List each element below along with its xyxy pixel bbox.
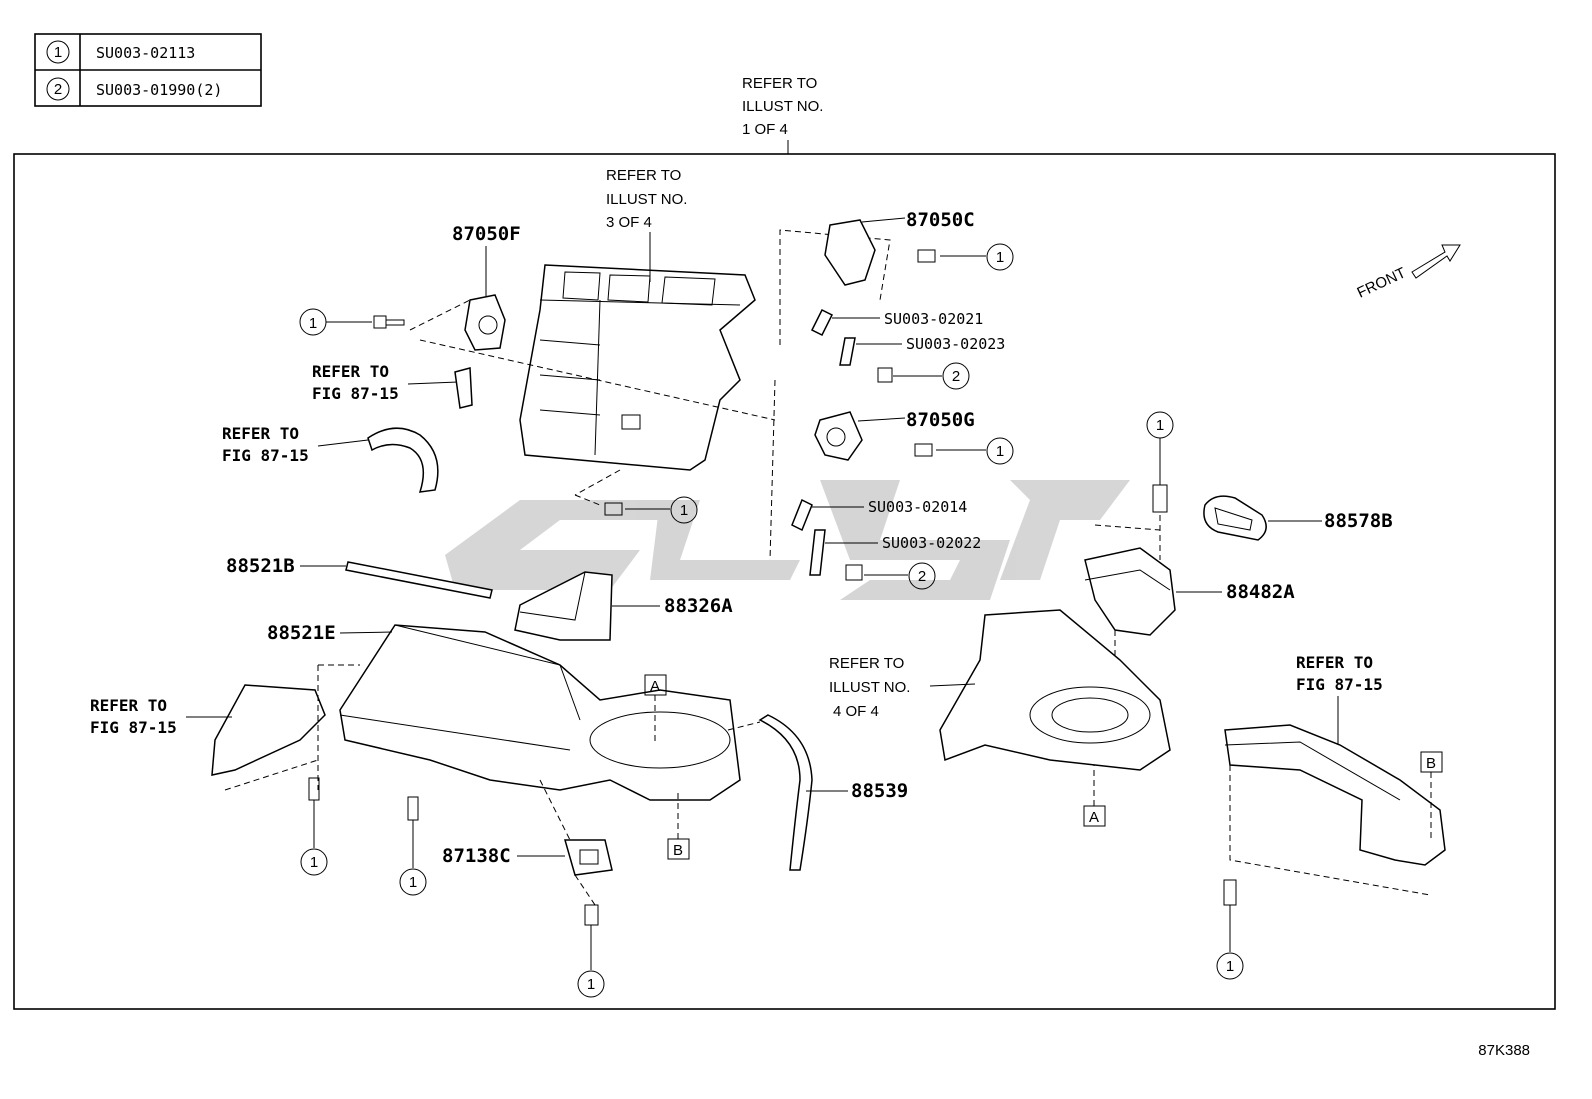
ref-line: ILLUST NO. [829,679,910,696]
code-label: SU003-02014 [868,498,967,516]
legend-table: 1 SU003-02113 2 SU003-01990(2) [34,33,262,107]
duct-88326a: 88326A [514,571,733,641]
ref-line: FIG 87-15 [90,718,177,737]
filter-88521b: 88521B [226,555,493,599]
sensor-87138c: 87138C 1 [442,779,613,998]
part-label-87050g: 87050G [906,409,975,431]
callout-num: 1 [587,976,595,993]
box-a-right: A [1083,765,1106,827]
callout-num: 1 [310,854,318,871]
code-label: SU003-02022 [882,534,981,552]
ref-line: REFER TO [829,655,904,672]
ref-line: 3 OF 4 [606,214,652,231]
box-b-right: B [1420,751,1443,840]
legend-row-2: 2 SU003-01990(2) [46,77,222,101]
legend-row-1: 1 SU003-02113 [46,40,195,64]
box-b-center: B [667,790,690,860]
gasket-88578b: 88578B [1203,495,1393,541]
callout-num: 1 [409,874,417,891]
front-arrow: FRONT [1355,244,1461,302]
actuator-87050c: 87050C 1 [824,209,1014,286]
actuator-87050g: 87050G 1 [814,409,1014,465]
callout-1-lower-left-b: 1 [399,796,427,896]
code-label: SU003-02023 [906,335,1005,353]
front-label: FRONT [1355,264,1409,301]
callout-1-center: 1 [604,496,698,524]
ref-line: ILLUST NO. [742,98,823,115]
duct-88482a: 88482A [1084,547,1295,660]
case-88521e: 88521E [267,622,741,801]
ref-line: 4 OF 4 [833,703,879,720]
callout-num: 2 [918,568,926,585]
callout-1: 1 [299,308,405,336]
callout-num: 1 [996,443,1004,460]
figure-id: 87K388 [1478,1042,1530,1059]
box-a-center: A [644,674,667,745]
ref-line: REFER TO [606,167,681,184]
clip-su003-02022: SU003-02022 [809,529,981,576]
callout-num: 2 [952,368,960,385]
legend-row-1-code: SU003-02113 [96,44,195,62]
part-label-88578b: 88578B [1324,510,1393,532]
part-label-87050c: 87050C [906,209,975,231]
part-label-87050f: 87050F [452,223,521,245]
clip-su003-02023: SU003-02023 [839,335,1005,366]
part-label-88521e: 88521E [267,622,336,644]
ref-illust-1-of-4: REFER TO ILLUST NO. 1 OF 4 [742,75,823,154]
ref-line: 1 OF 4 [742,121,788,138]
ref-line: REFER TO [222,424,299,443]
ref-line: REFER TO [1296,653,1373,672]
code-label: SU003-02021 [884,310,983,328]
part-label-88539: 88539 [851,780,908,802]
clip-su003-02021: SU003-02021 [810,308,983,337]
callout-num: 1 [680,502,688,519]
legend-row-2-code: SU003-01990(2) [96,81,222,99]
ref-fig-87-15-b: REFER TO FIG 87-15 [222,424,439,493]
callout-num: 1 [1226,958,1234,975]
callout-1-lower-right: 1 [1216,765,1431,980]
box-letter: A [650,678,660,695]
duct-left: REFER TO FIG 87-15 [90,664,360,791]
callout-num: 1 [996,249,1004,266]
watermark-logo [445,480,1130,600]
part-label-88482a: 88482A [1226,581,1295,603]
heater-case-upper: REFER TO ILLUST NO. 3 OF 4 [519,167,756,471]
ref-line: FIG 87-15 [312,384,399,403]
ref-line: REFER TO [742,75,817,92]
clip-su003-02014: SU003-02014 [791,498,967,532]
box-letter: B [1426,755,1436,772]
hose-88539: 88539 [727,714,908,871]
callout-1-lower-left-a: 1 [300,777,328,876]
callout-2-lower: 2 [845,562,936,590]
ref-line: FIG 87-15 [222,446,309,465]
diagram-frame [13,153,1556,1010]
legend-row-2-num: 2 [54,81,62,98]
box-letter: B [673,842,683,859]
ref-fig-87-15-a: REFER TO FIG 87-15 [312,362,473,409]
ref-line: REFER TO [90,696,167,715]
actuator-87050f: 87050F [452,223,521,351]
duct-right: REFER TO FIG 87-15 [1224,653,1446,866]
callout-2-upper: 2 [877,362,970,390]
part-label-87138c: 87138C [442,845,511,867]
ref-line: REFER TO [312,362,389,381]
part-label-88521b: 88521B [226,555,295,577]
legend-row-1-num: 1 [54,44,62,61]
callout-num: 1 [1156,417,1164,434]
part-label-88326a: 88326A [664,595,733,617]
ref-line: ILLUST NO. [606,191,687,208]
box-letter: A [1089,809,1099,826]
blower-housing: REFER TO ILLUST NO. 4 OF 4 [829,609,1171,771]
callout-1-right: 1 [1094,411,1174,560]
ref-line: FIG 87-15 [1296,675,1383,694]
callout-num: 1 [309,315,317,332]
